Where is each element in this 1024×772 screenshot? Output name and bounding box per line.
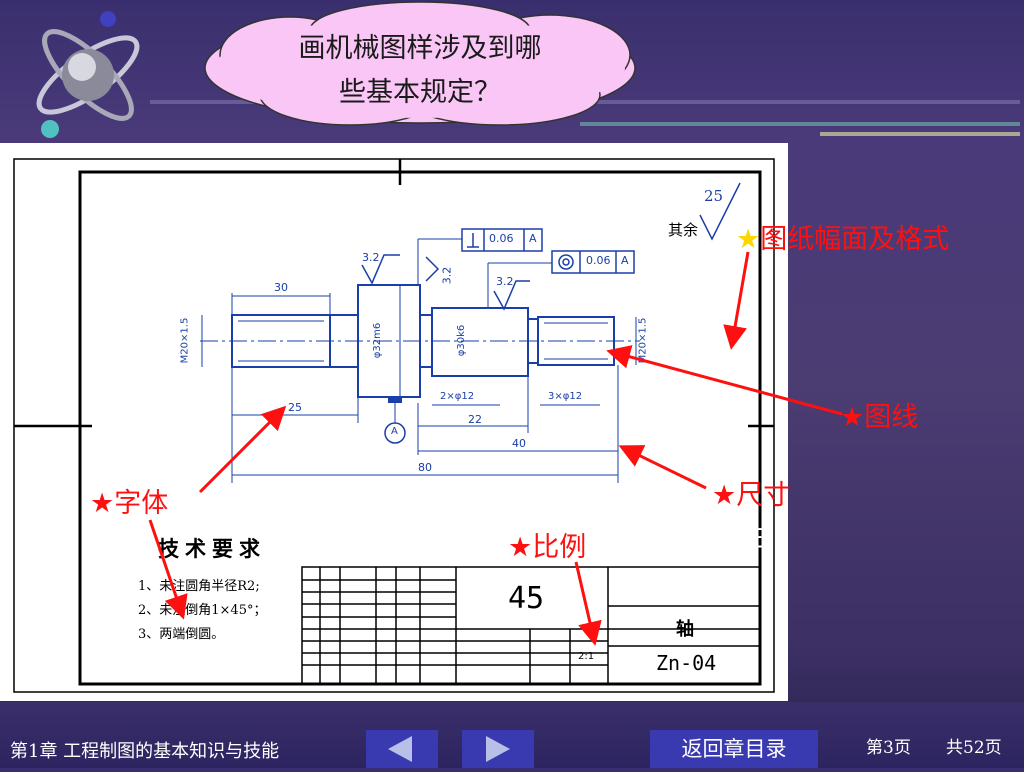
prev-page-button[interactable]	[366, 730, 438, 768]
arrow-right-icon	[486, 736, 510, 762]
roughness-b-label: 3.2	[496, 275, 514, 288]
cloud-question: 画机械图样涉及到哪 些基本规定？	[245, 27, 595, 115]
engineering-drawing: 25 其余 3.2 3.2 3.2 0.06 A 0.06 A 30 25 80…	[0, 143, 788, 701]
tol-conc-ref: A	[621, 254, 629, 267]
decor-stripe	[820, 132, 1020, 136]
part-name-label: 轴	[676, 619, 694, 640]
chapter-title: 第1章 工程制图的基本知识与技能	[10, 741, 280, 762]
return-toc-button[interactable]: 返回章目录	[650, 730, 818, 768]
star-icon: ★	[508, 532, 533, 563]
part-code-label: Zn-04	[656, 651, 717, 675]
label-paper-format: ★图纸幅面及格式	[736, 224, 950, 255]
dim-30: 30	[274, 281, 288, 294]
tech-requirements-title: 技术要求	[158, 536, 266, 561]
label-scale: ★比例	[508, 532, 587, 563]
star-icon: ★	[90, 488, 115, 519]
star-icon: ★	[736, 224, 761, 255]
decor-stripe	[580, 122, 1020, 126]
roughness-a-label: 3.2	[362, 251, 380, 264]
scale-value: 2:1	[578, 651, 595, 662]
thought-cloud	[204, 1, 636, 225]
label-font: ★字体	[90, 488, 169, 519]
dim-chamfer-1: 2×φ12	[440, 391, 475, 402]
roughness-other-label: 其余	[668, 221, 699, 239]
material-label: 45	[508, 581, 545, 616]
cloud-line-2: 些基本规定？	[339, 77, 501, 108]
page-number: 第3页	[866, 738, 911, 758]
label-dimension-line-2: 标注	[710, 522, 764, 553]
page-total: 共52页	[946, 738, 1002, 758]
star-icon: ★	[840, 402, 865, 433]
next-page-button[interactable]	[462, 730, 534, 768]
tech-item: 3、两端倒圆。	[138, 627, 225, 642]
dim-25: 25	[288, 401, 302, 414]
arrow-left-icon	[388, 736, 412, 762]
tol-conc-value: 0.06	[586, 254, 611, 267]
dim-22: 22	[468, 413, 482, 426]
roughness-top-label: 25	[704, 187, 724, 205]
tol-perp-value: 0.06	[489, 232, 514, 245]
star-icon: ★	[712, 480, 737, 511]
tol-perp-ref: A	[529, 232, 537, 245]
atom-logo-icon	[36, 11, 140, 138]
tech-item: 1、未注圆角半径R2;	[138, 579, 260, 594]
dim-40: 40	[512, 437, 526, 450]
cloud-line-1: 画机械图样涉及到哪	[298, 33, 542, 64]
dim-chamfer-2: 3×φ12	[548, 391, 583, 402]
label-dimension: ★尺寸	[712, 480, 791, 511]
dim-80: 80	[418, 461, 432, 474]
label-lines: ★图线	[840, 402, 919, 433]
datum-label: A	[391, 426, 398, 437]
